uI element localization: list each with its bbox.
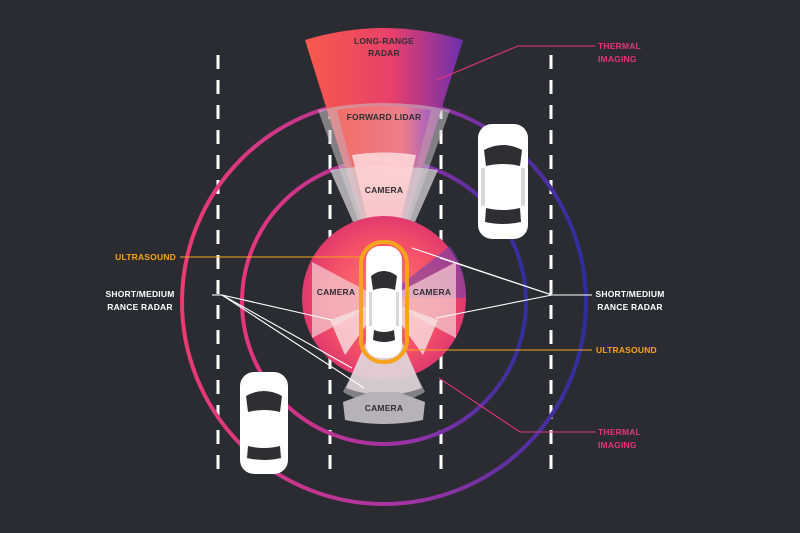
thermal-imaging-top-label-1: THERMAL	[598, 41, 641, 51]
long-range-radar-label-1: LONG-RANGE	[354, 36, 414, 46]
right-camera-label: CAMERA	[413, 287, 452, 297]
radar-left-label-2: RANCE RADAR	[107, 302, 172, 312]
ultrasound-right-label: ULTRASOUND	[596, 345, 657, 355]
radar-right-label-2: RANCE RADAR	[597, 302, 662, 312]
thermal-imaging-top-label-2: IMAGING	[598, 54, 637, 64]
forward-lidar-label: FORWARD LIDAR	[347, 112, 422, 122]
car-top-view-icon	[240, 372, 288, 474]
right-camera-zone	[384, 262, 456, 338]
rear-camera-zone	[343, 392, 425, 424]
thermal-imaging-bottom-label-1: THERMAL	[598, 427, 641, 437]
oncoming-car	[478, 124, 528, 239]
rear-camera-label: CAMERA	[365, 403, 404, 413]
radar-left-label-1: SHORT/MEDIUM	[106, 289, 175, 299]
ultrasound-outline	[359, 240, 409, 364]
car-top-view-icon	[478, 124, 528, 239]
sensor-labels: LONG-RANGE RADAR FORWARD LIDAR CAMERA CA…	[317, 36, 452, 413]
following-car	[240, 372, 288, 474]
ego-car	[366, 246, 402, 358]
callout-labels: THERMAL IMAGING THERMAL IMAGING ULTRASOU…	[106, 41, 665, 450]
ultrasound-left-label: ULTRASOUND	[115, 252, 176, 262]
car-top-view-icon	[366, 246, 402, 358]
callout-lines	[180, 45, 596, 433]
thermal-imaging-bottom-label-2: IMAGING	[598, 440, 637, 450]
long-range-radar-label-2: RADAR	[368, 48, 400, 58]
left-camera-label: CAMERA	[317, 287, 356, 297]
radar-right-label-1: SHORT/MEDIUM	[596, 289, 665, 299]
front-camera-label: CAMERA	[365, 185, 404, 195]
